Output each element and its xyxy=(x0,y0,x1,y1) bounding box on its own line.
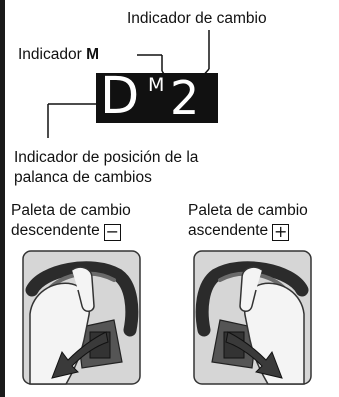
upshift-paddle-label-line2: ascendente+ xyxy=(188,221,290,241)
minus-sign-icon: − xyxy=(103,222,121,241)
upshift-paddle-label-line1: Paleta de cambio xyxy=(188,202,308,219)
m-indicator-bold: M xyxy=(86,46,99,63)
gear-display: D M 2 xyxy=(96,67,218,126)
upshift-paddle-label-text: ascendente xyxy=(188,222,269,239)
downshift-paddle-label-line1: Paleta de cambio xyxy=(11,202,131,219)
lever-position-label-line1: Indicador de posición de la xyxy=(14,149,199,166)
gear-position-letter: D xyxy=(100,67,140,126)
shift-indicator-label: Indicador de cambio xyxy=(127,10,267,27)
page-edge-bar xyxy=(0,0,5,397)
downshift-paddle-label-text: descendente xyxy=(11,222,100,239)
m-indicator-prefix: Indicador xyxy=(18,46,82,63)
gear-number: 2 xyxy=(170,71,200,125)
downshift-paddle-label-line2: descendente− xyxy=(11,221,121,241)
lever-position-label-line2: palanca de cambios xyxy=(14,169,152,186)
steering-paddle-down-illustration xyxy=(22,250,141,385)
m-indicator-label: Indicador M xyxy=(18,45,99,64)
plus-sign-icon: + xyxy=(272,222,290,241)
steering-paddle-up-illustration xyxy=(193,250,312,385)
manual-mode-letter: M xyxy=(148,74,165,96)
